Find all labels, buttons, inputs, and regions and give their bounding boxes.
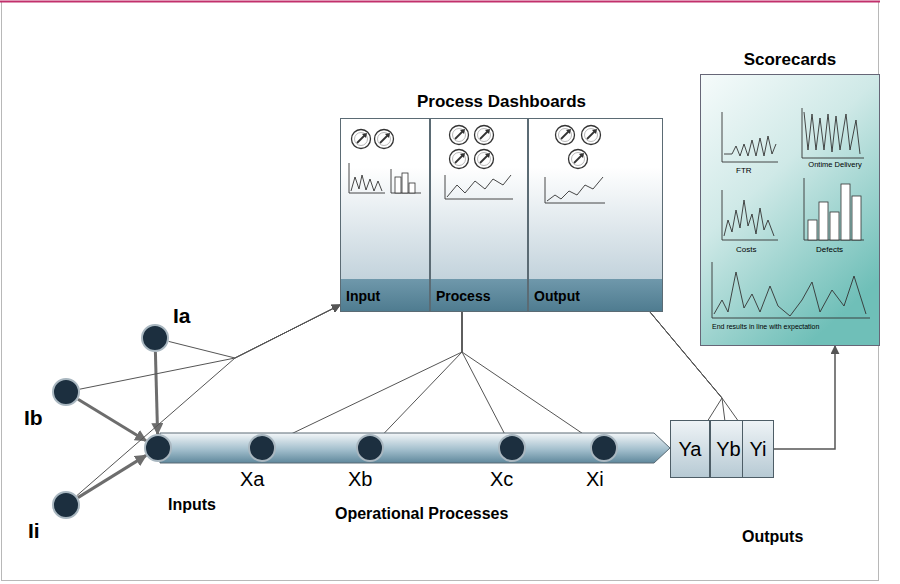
input-node: Ii (52, 491, 80, 519)
connector (77, 305, 340, 496)
dashboard-section: Output (528, 118, 663, 312)
section-caption: Output (534, 288, 580, 304)
input-label: Ib (24, 406, 43, 430)
panel-graphic (700, 50, 880, 346)
connector (155, 352, 157, 434)
connector (78, 399, 146, 440)
connector (78, 455, 146, 497)
process-step: Xb (356, 434, 384, 462)
output-label: Yb (716, 438, 740, 461)
connector (774, 346, 835, 449)
chart-caption: Costs (736, 245, 756, 254)
output-label: Yi (749, 438, 766, 461)
dashboard-panel: Input Process Output (340, 118, 663, 312)
step-label: Xi (586, 468, 604, 491)
chart-caption: FTR (736, 166, 752, 175)
process-step: Xi (590, 434, 618, 462)
output-box: Yi (742, 420, 774, 478)
output-box: Ya (670, 420, 710, 478)
connector (275, 312, 462, 442)
connector (80, 305, 340, 389)
connector (380, 312, 462, 438)
scorecard-panel: ScorecardsFTR Ontime DeliveryCosts Defects… (700, 50, 880, 346)
panel-graphic (431, 119, 529, 313)
section-caption: Process (436, 288, 490, 304)
chart-caption: Ontime Delivery (804, 161, 866, 170)
section-label: Operational Processes (335, 505, 508, 523)
input-label: Ii (28, 519, 40, 543)
step-label: Xa (240, 468, 264, 491)
connector (462, 312, 592, 440)
connector (169, 305, 340, 358)
process-band: Operational ProcessesXaXbXcXi (160, 433, 670, 463)
process-step: Xc (498, 434, 526, 462)
input-merge-node: Inputs (144, 434, 172, 462)
section-label: Outputs (742, 528, 803, 546)
section-label: Inputs (168, 496, 216, 514)
step-label: Xc (490, 468, 513, 491)
panel-graphic (341, 119, 431, 313)
input-node: Ia (141, 324, 169, 352)
panel-title: Scorecards (700, 50, 880, 70)
panel-graphic (529, 119, 664, 313)
input-label: Ia (173, 304, 191, 328)
chart-caption: End results in line with expectation (712, 323, 819, 331)
dashboard-section: Process (430, 118, 528, 312)
connector (462, 312, 506, 436)
input-node: Ib (52, 378, 80, 406)
process-step: Xa (248, 434, 276, 462)
dashboard-section: Input (340, 118, 430, 312)
panel-title: Process Dashboards (340, 92, 663, 112)
chart-caption: Defects (816, 245, 843, 254)
output-label: Ya (679, 438, 702, 461)
step-label: Xb (348, 468, 372, 491)
section-caption: Input (346, 288, 380, 304)
